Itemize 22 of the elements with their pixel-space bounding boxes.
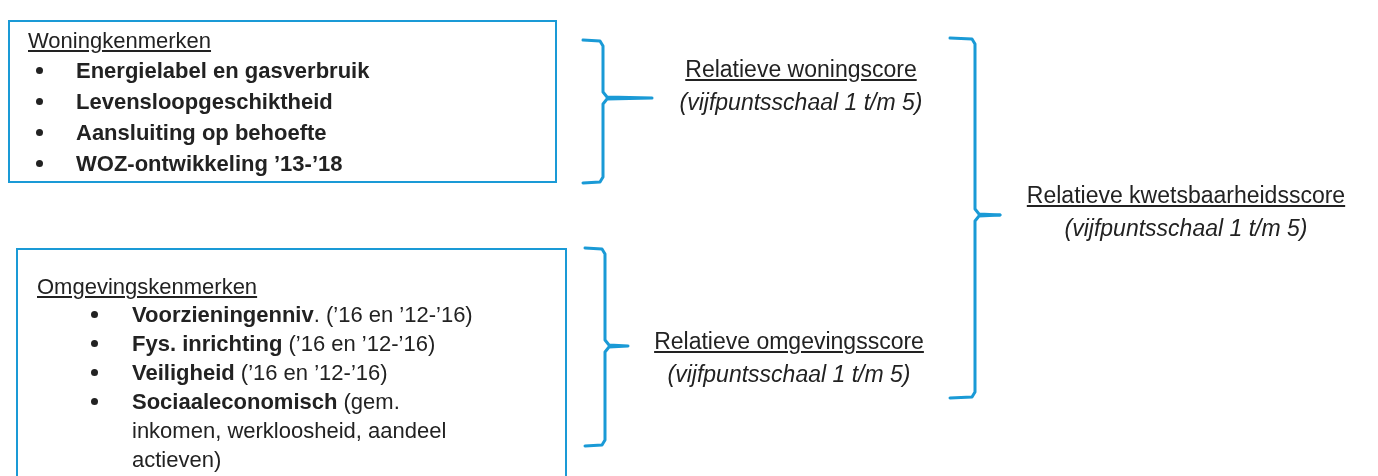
scale-note: (vijfpuntsschaal 1 t/m 5) bbox=[1063, 215, 1309, 241]
bullet-item: Levensloopgeschiktheid bbox=[76, 88, 334, 116]
bullet-item: Veiligheid (’16 en ’12-’16) bbox=[132, 359, 389, 387]
score-title: Relatieve woningscore bbox=[684, 56, 918, 82]
feature-box bbox=[8, 20, 557, 183]
score-title: Relatieve omgevingsscore bbox=[653, 328, 925, 354]
scale-note: (vijfpuntsschaal 1 t/m 5) bbox=[666, 361, 912, 387]
curly-brace bbox=[581, 38, 654, 185]
bullet-item: Sociaaleconomisch (gem. inkomen, werkloosheid, aandeel actieven) bbox=[132, 388, 448, 474]
bullet-item: Aansluiting op behoefte bbox=[76, 119, 328, 147]
curly-brace bbox=[583, 246, 630, 448]
bullet-item: Voorzieningenniv. (’16 en ’12-’16) bbox=[132, 301, 474, 329]
curly-brace bbox=[948, 36, 1002, 217]
score-title: Relatieve kwetsbaarheidsscore bbox=[1025, 182, 1347, 208]
bullet-item: WOZ-ontwikkeling ’13-’18 bbox=[76, 150, 344, 178]
bullet-item: Energielabel en gasverbruik bbox=[76, 57, 371, 85]
feature-box bbox=[16, 248, 567, 476]
curly-brace bbox=[948, 213, 1002, 400]
scale-note: (vijfpuntsschaal 1 t/m 5) bbox=[678, 89, 924, 115]
section-heading: Omgevingskenmerken bbox=[37, 274, 258, 300]
bullet-item: Fys. inrichting (’16 en ’12-’16) bbox=[132, 330, 437, 358]
section-heading: Woningkenmerken bbox=[28, 28, 212, 54]
